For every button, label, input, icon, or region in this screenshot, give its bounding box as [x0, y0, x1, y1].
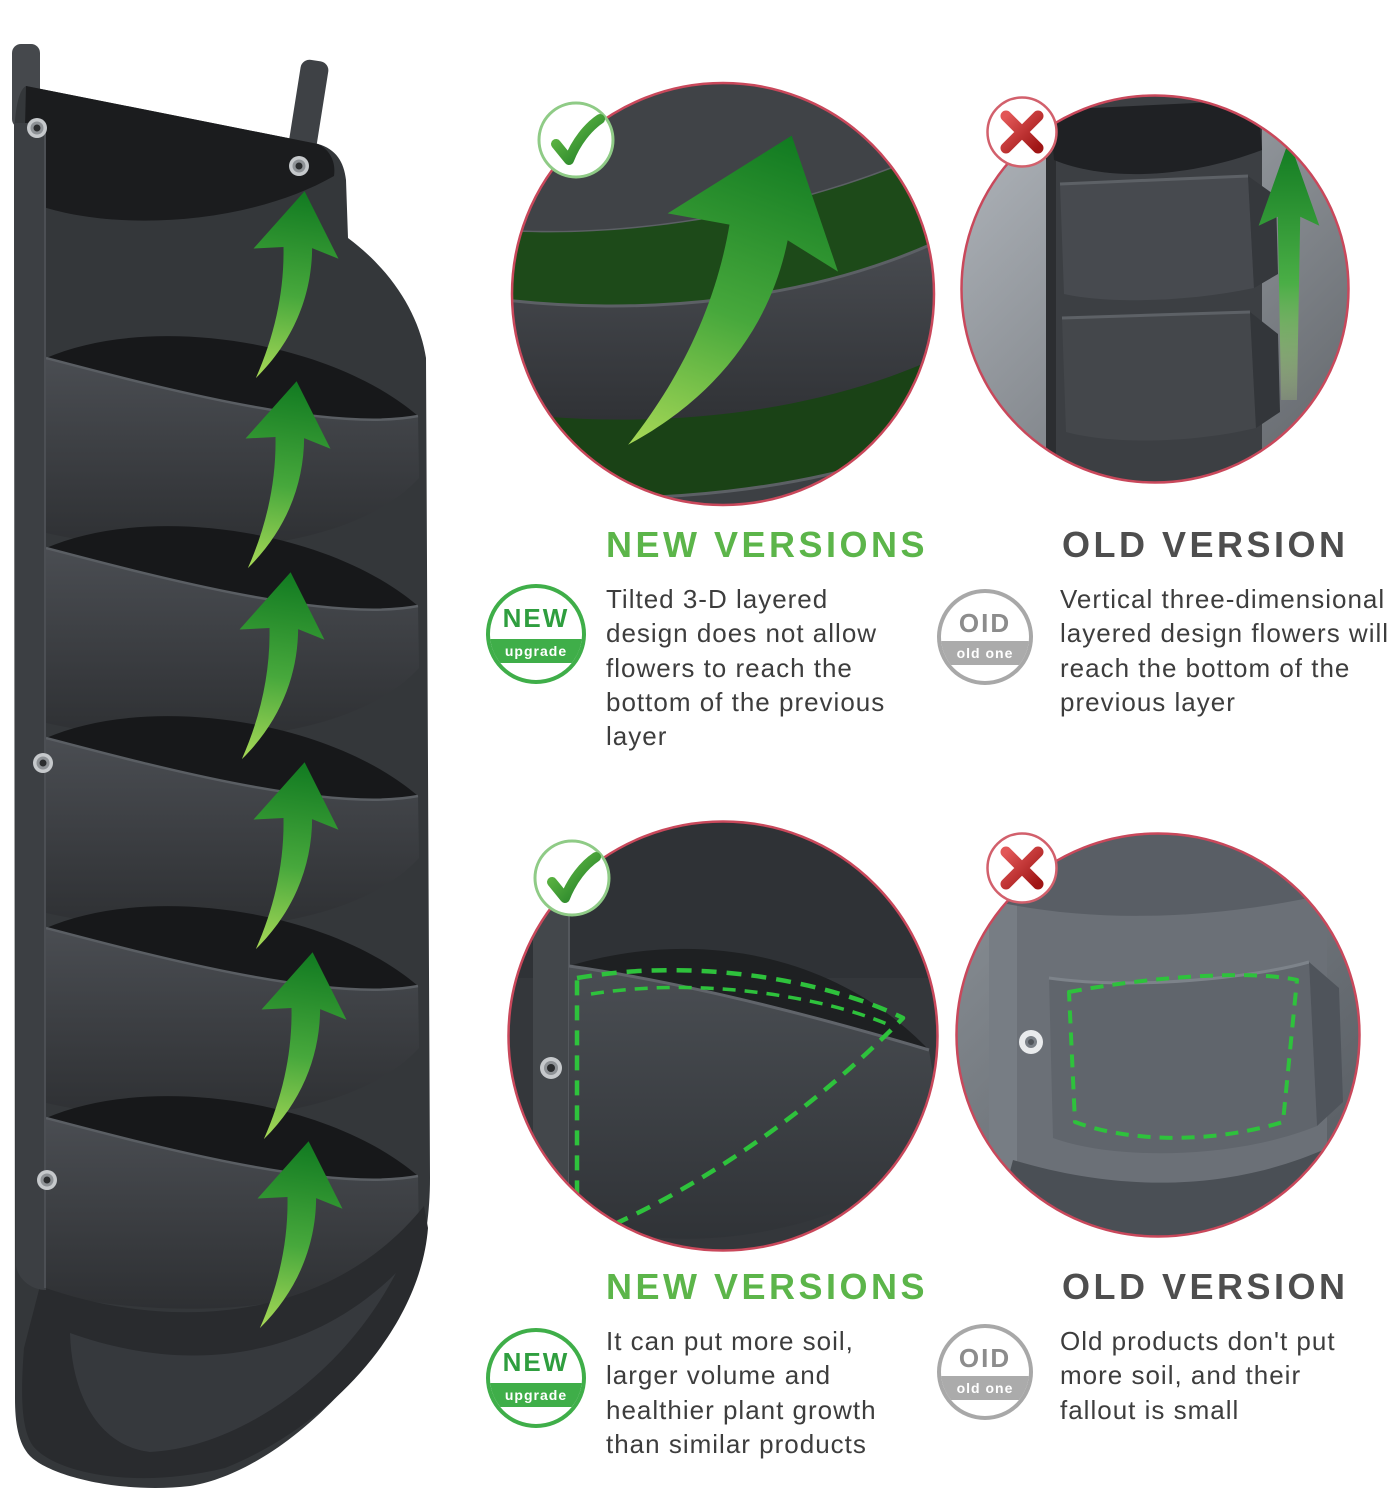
pocket: [46, 716, 418, 800]
grommet: [1019, 1030, 1043, 1054]
new-upgrade-badge: NEW upgrade: [486, 1328, 586, 1428]
badge-subtitle: upgrade: [490, 638, 582, 664]
circle-ring: [955, 832, 1361, 1238]
pocket: [46, 336, 418, 420]
pocket: [1049, 962, 1317, 1154]
hanging-planter-image: [12, 44, 430, 1488]
volume-dashed-outline: [574, 967, 906, 1243]
old-version-description: Old products don't put more soil, and th…: [1060, 1326, 1336, 1425]
new-versions-heading: NEW VERSIONS: [606, 1266, 929, 1307]
old-version-heading: OLD VERSION: [1062, 524, 1349, 565]
new-upgrade-badge: NEW upgrade: [486, 584, 586, 684]
pocket: [46, 1096, 418, 1180]
cross-icon: [986, 96, 1058, 168]
old-one-badge: OID old one: [937, 589, 1033, 685]
circle-ring: [960, 94, 1350, 484]
grommet: [27, 118, 47, 138]
pocket: [1062, 312, 1256, 441]
old-version-heading: OLD VERSION: [1062, 1266, 1349, 1307]
badge-title: OID: [958, 1343, 1012, 1373]
cross-icon: [986, 832, 1058, 904]
up-arrow-icon: [628, 135, 838, 445]
old-one-badge: OID old one: [937, 1324, 1033, 1420]
grommet: [540, 1057, 562, 1079]
pocket: [46, 906, 418, 990]
badge-title: NEW: [502, 1347, 570, 1377]
badge-title: OID: [958, 608, 1012, 638]
new-version-description: Tilted 3-D layered design does not allow…: [606, 584, 886, 752]
old-version-photo-top: [960, 94, 1350, 484]
check-icon: [533, 839, 611, 917]
pocket: [1060, 176, 1254, 301]
grommet: [37, 1170, 57, 1190]
volume-dashed-outline: [1067, 973, 1299, 1140]
binding-strip: [14, 123, 46, 1290]
pocket: [569, 948, 929, 1050]
check-icon: [537, 101, 615, 179]
circle-ring: [507, 820, 939, 1252]
pocket: [1050, 100, 1262, 175]
grommet: [33, 753, 53, 773]
badge-title: NEW: [502, 603, 570, 633]
pocket: [46, 526, 418, 610]
up-arrow-icon: [1258, 140, 1320, 400]
circle-ring: [510, 81, 936, 507]
pocket: [512, 348, 934, 499]
badge-subtitle: old one: [941, 641, 1029, 666]
pocket: [24, 86, 335, 221]
old-version-photo-bottom: [955, 832, 1361, 1238]
new-versions-heading: NEW VERSIONS: [606, 524, 929, 565]
new-version-description: It can put more soil, larger volume and …: [606, 1326, 877, 1459]
old-version-description: Vertical three-dimensional layered desig…: [1060, 584, 1387, 717]
grommet: [289, 156, 309, 176]
badge-subtitle: old one: [941, 1376, 1029, 1401]
badge-subtitle: upgrade: [490, 1382, 582, 1408]
hanging-loop: [287, 59, 329, 161]
